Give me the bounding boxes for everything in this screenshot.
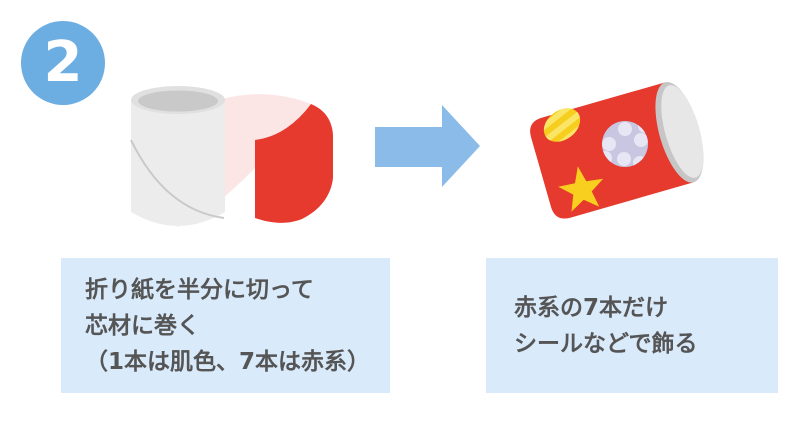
tube-seam — [130, 139, 225, 219]
caption-line: 折り紙を半分に切って — [85, 276, 314, 303]
caption-line: 赤系の7本だけ — [514, 294, 669, 321]
cardboard-tube — [130, 86, 225, 226]
caption-line: （1本は肌色、7本は赤系） — [85, 348, 371, 375]
caption-line: 芯材に巻く — [85, 312, 200, 339]
tube-open-end — [661, 85, 704, 178]
caption-decorate-stickers: 赤系の7本だけ シールなどで飾る — [486, 258, 778, 393]
paper-roll-wrap-illustration — [130, 86, 333, 227]
decorated-tube-illustration — [530, 82, 704, 219]
tube-body — [131, 100, 225, 226]
step-number: 2 — [43, 30, 83, 95]
caption-wrap-paper: 折り紙を半分に切って 芯材に巻く （1本は肌色、7本は赤系） — [61, 258, 390, 393]
arrow-right-icon — [375, 105, 480, 187]
caption-line: シールなどで飾る — [514, 330, 698, 357]
tube-top-hole — [138, 90, 218, 112]
polka-dot-sticker — [602, 121, 648, 167]
star-sticker — [558, 166, 604, 212]
red-paper-edge — [255, 104, 333, 223]
step-number-badge: 2 — [21, 21, 105, 105]
